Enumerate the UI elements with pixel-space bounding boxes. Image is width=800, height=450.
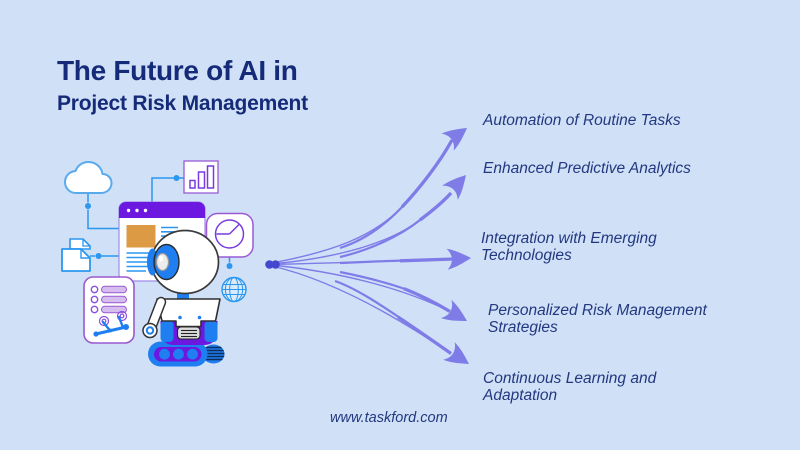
globe-icon	[221, 276, 247, 303]
checklist-icon	[83, 276, 135, 344]
page-title: The Future of AI in Project Risk Managem…	[57, 55, 308, 116]
arrow-curve-2	[271, 167, 474, 265]
arrow-origin-dot	[265, 260, 280, 269]
arrow-curve-5	[271, 265, 475, 373]
robot-icon	[142, 229, 225, 367]
folder-icon	[61, 238, 91, 272]
arrow-curve-4	[271, 264, 473, 331]
branch-label-analytics: Enhanced Predictive Analytics	[483, 160, 691, 177]
branch-arrows	[271, 119, 475, 373]
branch-label-learning: Continuous Learning and Adaptation	[483, 370, 657, 404]
branch-label-automation: Automation of Routine Tasks	[483, 112, 681, 129]
arrow-curve-1	[271, 119, 474, 264]
branch-label-integration: Integration with Emerging Technologies	[481, 230, 657, 264]
connector-dots	[85, 175, 233, 269]
arrow-curve-3	[271, 247, 472, 270]
connector-lines	[87, 177, 231, 263]
bar-chart-icon	[183, 160, 219, 194]
sketch-doodle	[93, 310, 129, 337]
cloud-icon	[64, 161, 113, 194]
title-line2: Project Risk Management	[57, 92, 308, 115]
branch-label-personalized: Personalized Risk Management Strategies	[488, 302, 707, 336]
website-url: www.taskford.com	[330, 410, 448, 426]
pie-chart-icon	[205, 212, 254, 258]
title-line1: The Future of AI in	[57, 55, 298, 86]
